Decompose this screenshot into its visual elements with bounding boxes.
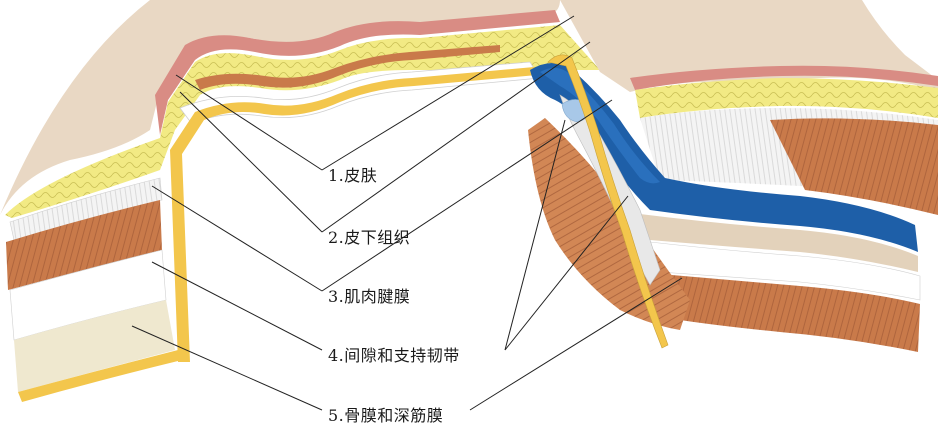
muscle-region-right [770,118,938,215]
leader-galea [151,185,323,292]
bone-left [14,300,175,392]
leader-galea-2 [321,99,613,292]
skin-edge-right [630,65,938,90]
leader-skin [175,74,323,171]
leader-loose-2 [504,119,566,351]
leader-lines [131,15,683,411]
blue-layer [530,62,918,252]
periosteum-left [18,350,182,402]
fascia-band-right [649,241,921,301]
label-galea: 3.肌肉腱膜 [328,287,411,306]
fat-layer-right [635,78,938,118]
label-loose-areolar: 4.间隙和支持韧带 [328,346,460,365]
leader-periosteum [131,325,323,411]
leader-loose-3 [504,195,629,351]
skin-edge-left [155,10,560,135]
skin-surface-left [0,0,560,215]
leader-skin-2 [321,15,575,171]
muscle-band-left [6,200,162,290]
tan-layer-right [640,214,918,272]
label-subcutaneous: 2.皮下组织 [328,228,411,247]
leader-subcutaneous-2 [321,41,591,233]
right-tissue-block [528,0,938,352]
blue-layer-highlight [540,67,660,184]
left-tissue-block [0,0,600,402]
label-skin: 1.皮肤 [328,166,378,185]
leader-subcutaneous [179,91,323,233]
leader-loose [151,261,323,351]
leader-periosteum-2 [469,277,683,411]
galea-strip-left [195,45,500,90]
fat-layer-left [5,25,600,218]
periosteum-rim-left [170,66,548,362]
label-periosteum: 5.骨膜和深筋膜 [328,406,444,425]
yellow-strip-right [547,54,669,349]
deep-muscle-right [660,274,920,352]
